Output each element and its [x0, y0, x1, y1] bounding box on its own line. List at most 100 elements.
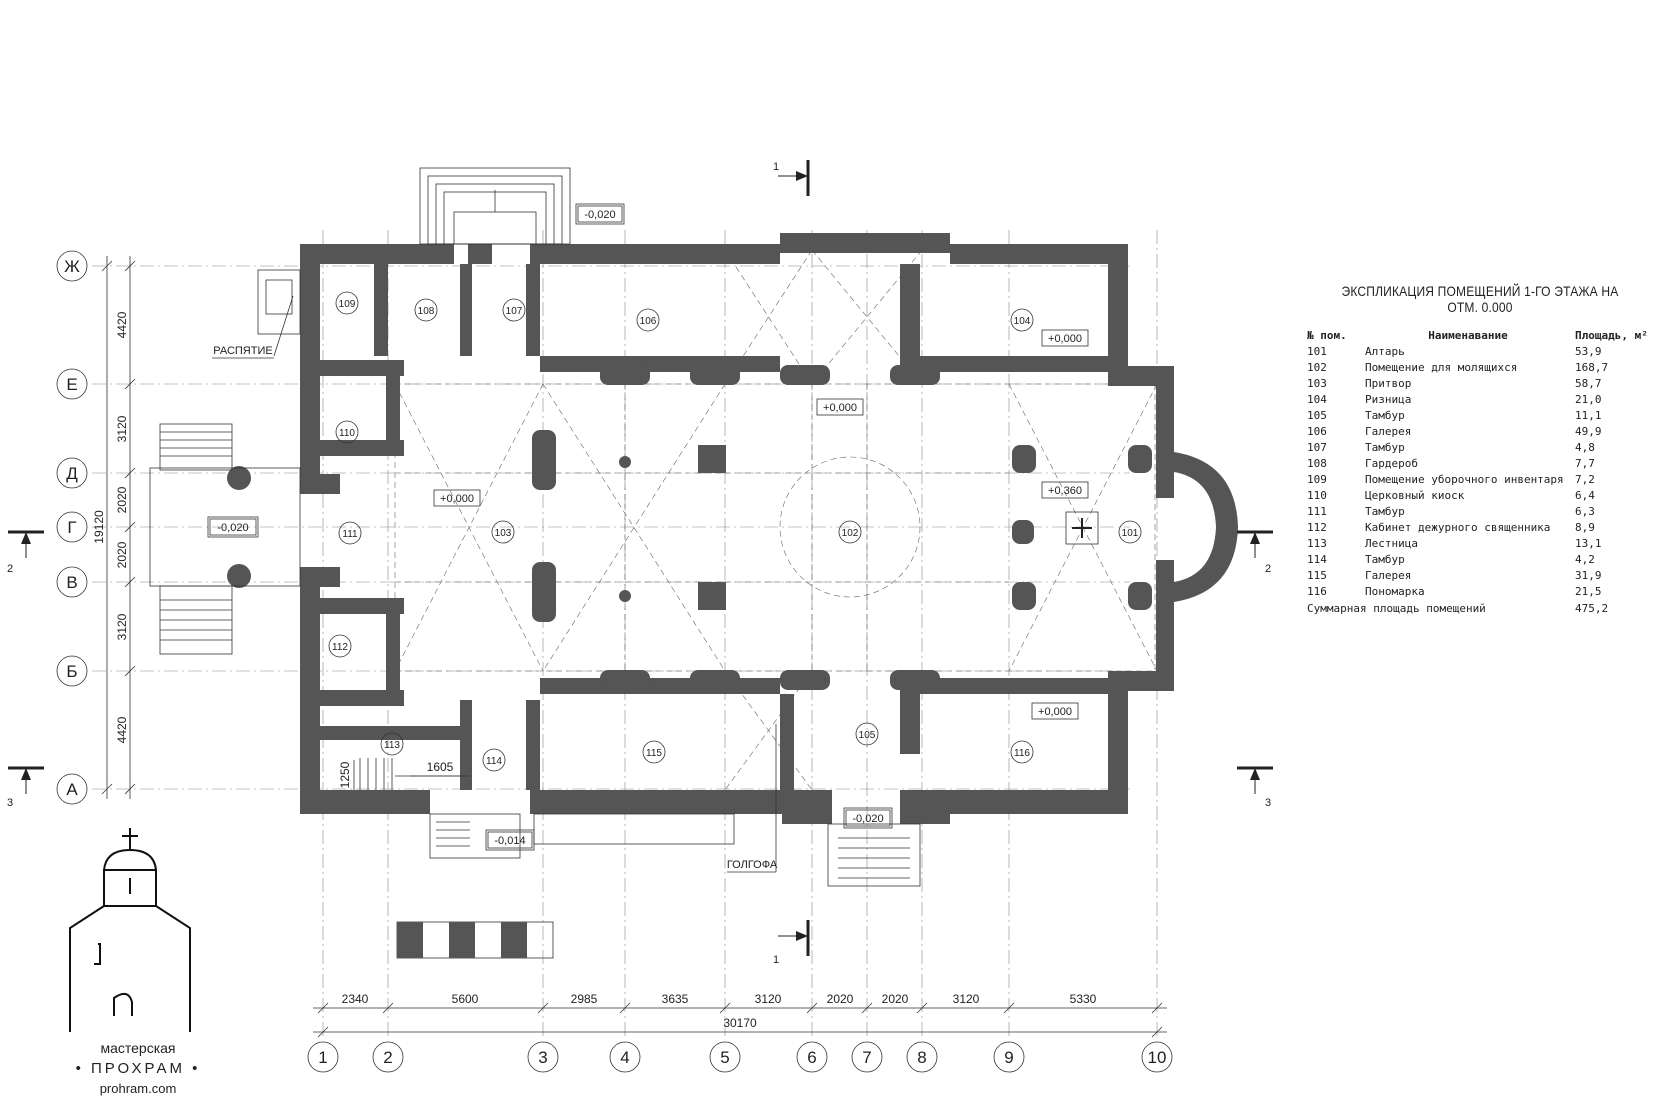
church-logo-icon	[69, 828, 191, 1032]
row-number: 116	[1307, 585, 1327, 598]
svg-text:1: 1	[773, 954, 779, 966]
svg-text:108: 108	[418, 306, 435, 317]
svg-text:3: 3	[7, 797, 13, 809]
row-name: Гардероб	[1365, 457, 1418, 470]
row-area: 58,7	[1575, 377, 1602, 390]
svg-text:6: 6	[807, 1048, 816, 1067]
altar-table	[1065, 511, 1099, 545]
room-explication: ЭКСПЛИКАЦИЯ ПОМЕЩЕНИЙ 1-ГО ЭТАЖА НА ОТМ.…	[1305, 283, 1655, 617]
row-name: Помещение уборочного инвентаря	[1365, 473, 1564, 486]
row-area: 8,9	[1575, 521, 1595, 534]
room-115: 115	[642, 740, 666, 764]
svg-text:114: 114	[486, 756, 502, 767]
row-number: 115	[1307, 569, 1327, 582]
logo-site: prohram.com	[99, 1081, 177, 1096]
section-markers: 1 1 2 2 3 3	[7, 160, 1273, 966]
section-1-top: 1	[773, 160, 810, 196]
row-name: Лестница	[1365, 537, 1418, 550]
column-dimension-chain: 2340 5600 2985 3635 3120 2020 2020 3120 …	[313, 992, 1167, 1038]
row-area: 11,1	[1575, 409, 1602, 422]
svg-text:116: 116	[1014, 748, 1030, 759]
row-dimension-chain: 4420 3120 2020 2020 3120 4420 19120	[92, 256, 136, 799]
room-106: 106	[636, 308, 660, 332]
svg-text:3120: 3120	[755, 992, 782, 1006]
crucifix-note: РАСПЯТИЕ	[213, 345, 272, 357]
row-number: 107	[1307, 441, 1327, 454]
svg-text:2: 2	[7, 563, 13, 575]
level-sexton: +0,000	[1031, 702, 1079, 720]
room-102: 102	[838, 520, 862, 544]
svg-text:106: 106	[640, 316, 657, 327]
header-area: Площадь, м²	[1575, 329, 1648, 342]
level-west-porch: -0,020	[209, 518, 257, 536]
section-3-right: 3	[1237, 766, 1273, 809]
svg-text:9: 9	[1004, 1048, 1013, 1067]
row-name: Тамбур	[1365, 409, 1405, 422]
svg-text:3120: 3120	[953, 992, 980, 1006]
row-axis-a: А	[56, 773, 88, 805]
room-109: 109	[335, 291, 359, 315]
svg-text:2: 2	[383, 1048, 392, 1067]
row-axis-b: Б	[56, 655, 88, 687]
svg-text:-0,014: -0,014	[494, 835, 525, 847]
svg-text:107: 107	[506, 306, 523, 317]
row-name: Алтарь	[1365, 345, 1405, 358]
row-axis-g: Г	[56, 511, 88, 543]
row-area: 53,9	[1575, 345, 1602, 358]
svg-text:2: 2	[1265, 563, 1271, 575]
row-number: 114	[1307, 553, 1327, 566]
svg-text:30170: 30170	[723, 1016, 757, 1030]
svg-text:102: 102	[842, 528, 859, 539]
row-number: 112	[1307, 521, 1327, 534]
svg-text:4: 4	[620, 1048, 629, 1067]
svg-text:3120: 3120	[115, 613, 129, 640]
column-axis-3: 3	[527, 1041, 559, 1073]
logo-workshop: мастерская	[100, 1040, 176, 1056]
svg-text:7: 7	[862, 1048, 871, 1067]
level-altar: +0,360	[1041, 481, 1089, 499]
room-112: 112	[328, 634, 352, 658]
svg-text:Д: Д	[66, 464, 78, 483]
svg-text:111: 111	[342, 529, 358, 540]
room-104: 104	[1010, 308, 1034, 332]
svg-text:3: 3	[538, 1048, 547, 1067]
svg-text:2020: 2020	[115, 486, 129, 513]
svg-text:+0,000: +0,000	[1038, 706, 1072, 718]
room-107: 107	[502, 298, 526, 322]
room-114: 114	[482, 748, 506, 772]
row-area: 4,2	[1575, 553, 1595, 566]
svg-text:19120: 19120	[92, 510, 106, 544]
notes: РАСПЯТИЕ ГОЛГОФА	[212, 295, 778, 873]
row-area: 4,8	[1575, 441, 1595, 454]
svg-text:5330: 5330	[1070, 992, 1097, 1006]
svg-text:115: 115	[646, 748, 662, 759]
column-axis-1: 1	[307, 1041, 339, 1073]
svg-text:1: 1	[773, 161, 779, 173]
level-north-porch: -0,020	[577, 205, 623, 223]
golgotha-note: ГОЛГОФА	[727, 859, 778, 871]
room-101: 101	[1118, 520, 1142, 544]
row-name: Ризница	[1365, 393, 1412, 406]
scale-bar	[396, 921, 554, 959]
svg-text:+0,360: +0,360	[1048, 485, 1082, 497]
column-axis-7: 7	[851, 1041, 883, 1073]
room-113: 113	[380, 732, 404, 756]
room-105: 105	[855, 722, 879, 746]
total-area: 475,2	[1575, 602, 1609, 615]
svg-text:2020: 2020	[115, 541, 129, 568]
row-area: 168,7	[1575, 361, 1609, 374]
svg-text:104: 104	[1014, 316, 1031, 327]
level-narthex: +0,000	[433, 489, 481, 507]
svg-text:Б: Б	[66, 662, 77, 681]
column-axis-10: 10	[1141, 1041, 1173, 1073]
row-axis-markers: Ж Е Д Г В Б А	[56, 250, 88, 805]
